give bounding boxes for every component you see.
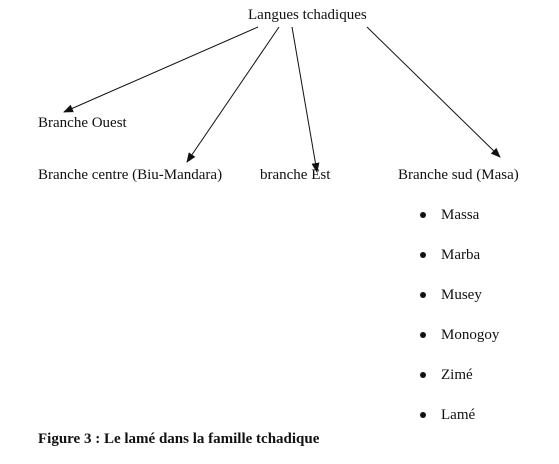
language-label: Massa [441,207,480,223]
bullet-icon [420,252,426,258]
edge-root-to-west [63,26,259,113]
list-item: Massa [420,206,499,246]
bullet-icon [420,372,426,378]
language-label: Monogoy [441,327,500,343]
edge-root-to-south [366,26,501,158]
list-item: Marba [420,246,499,286]
bullet-icon [420,212,426,218]
list-item: Monogoy [420,326,499,366]
edge-root-to-centre [186,26,280,163]
bullet-icon [420,292,426,298]
branch-centre-node: Branche centre (Biu-Mandara) [38,167,223,183]
bullet-icon [420,412,426,418]
edge-root-to-east [291,26,320,173]
branch-south-node: Branche sud (Masa) [398,167,519,183]
language-label: Musey [441,287,482,303]
figure-caption: Figure 3 : Le lamé dans la famille tchad… [38,431,320,447]
language-label: Lamé [441,407,476,423]
bullet-icon [420,332,426,338]
south-languages-list: Massa Marba Musey Monogoy Zimé Lamé [420,206,499,446]
branch-west-node: Branche Ouest [38,115,127,131]
language-label: Marba [441,247,481,263]
language-label: Zimé [441,367,473,383]
list-item: Lamé [420,406,499,446]
list-item: Zimé [420,366,499,406]
branch-east-node: branche Est [260,167,331,183]
list-item: Musey [420,286,499,326]
root-node: Langues tchadiques [248,7,367,23]
